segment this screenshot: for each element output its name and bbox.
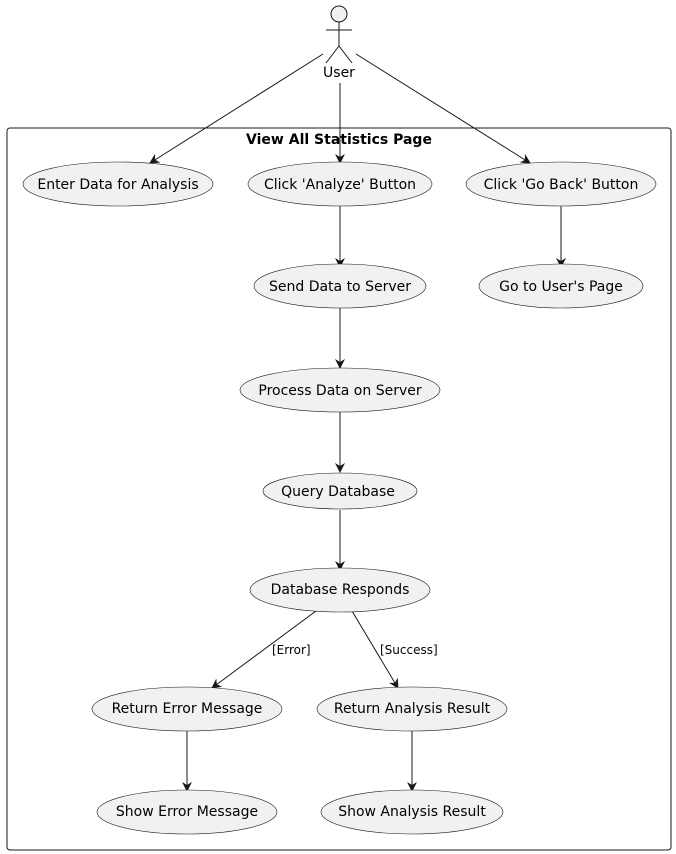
edge-respond-success [351,610,399,689]
actor-label: User [323,65,355,81]
use-case-show-result [320,789,504,835]
use-case-enter-data [22,161,214,207]
boundary-title: View All Statistics Page [246,132,432,148]
use-case-query-db [262,472,418,510]
edge-label-error: [Error] [272,643,311,657]
use-case-label: Return Analysis Result [334,701,491,717]
use-case-label: Process Data on Server [258,383,421,399]
use-case-label: Return Error Message [112,701,263,717]
use-case-click-analyze [247,161,433,207]
use-case-go-to-user-page [478,263,644,309]
use-case-label: Show Error Message [116,804,258,820]
use-case-return-result [316,686,508,732]
edge-respond-error [211,610,317,689]
use-case-label: Show Analysis Result [338,804,486,820]
use-case-label: Enter Data for Analysis [37,177,198,193]
use-case-process-data [239,367,441,413]
edge-user-enter-data [149,53,324,164]
use-case-db-responds [249,567,431,613]
edge-user-click-go-back [355,53,531,164]
use-case-label: Query Database [281,484,395,500]
system-boundary [6,127,672,851]
user-actor [325,5,353,64]
use-case-label: Go to User's Page [499,279,623,295]
edge-label-success: [Success] [380,643,438,657]
actor-head [330,5,348,23]
use-case-click-go-back [465,161,657,207]
use-case-label: Click 'Analyze' Button [264,177,416,193]
use-case-return-error [91,686,283,732]
use-case-label: Database Responds [271,582,410,598]
use-case-send-data [253,263,427,309]
use-case-label: Send Data to Server [269,279,411,295]
use-case-show-error [96,789,278,835]
use-case-label: Click 'Go Back' Button [484,177,639,193]
